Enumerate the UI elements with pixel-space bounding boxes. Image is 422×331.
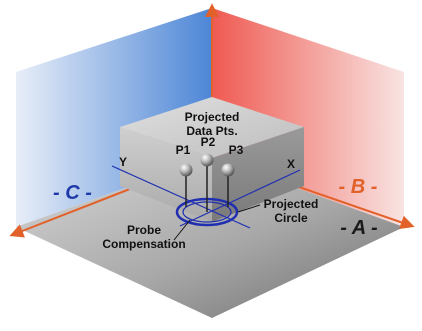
block-right-face	[212, 127, 304, 222]
plane-a	[16, 157, 404, 318]
projected-circle-leader	[237, 204, 261, 213]
x-axis-label: X	[287, 157, 295, 171]
plane-a-label: - A -	[340, 217, 378, 239]
probe-compensation-label-line2: Compensation	[102, 237, 185, 251]
projected-data-pts-label-line2: Data Pts.	[186, 124, 237, 138]
probe-ball-p3	[221, 163, 235, 177]
plane-c-label: - C -	[53, 182, 92, 204]
projected-circle-label-line2: Circle	[274, 211, 308, 225]
block-top-face	[120, 97, 304, 158]
probe-compensation-label-line1: Probe	[127, 223, 161, 237]
probe-compensation-leader	[173, 219, 191, 241]
plane-b-label: - B -	[339, 176, 378, 198]
probe-ball-p2	[200, 153, 214, 167]
block-left-face	[120, 127, 212, 222]
x-axis-projection-line	[179, 169, 301, 227]
projected-circle-label-line1: Projected	[264, 197, 319, 211]
projected-data-pts-label-line1: Projected	[185, 110, 240, 124]
y-axis-label: Y	[119, 155, 127, 169]
probe-ball-p1	[179, 163, 193, 177]
p3-label: P3	[229, 143, 244, 157]
p1-label: P1	[176, 143, 191, 157]
p2-label: P2	[201, 135, 216, 149]
